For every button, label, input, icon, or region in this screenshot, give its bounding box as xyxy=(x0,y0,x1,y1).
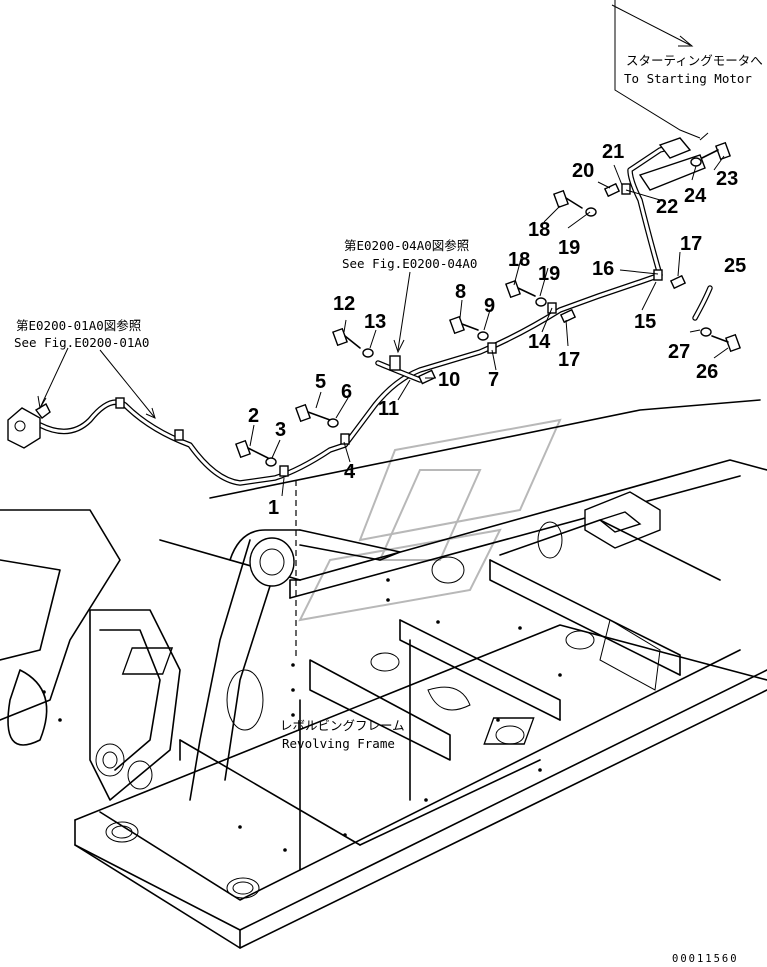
note-ref2-jp: 第E0200-01A0図参照 xyxy=(16,318,141,333)
revolving-frame-drawing xyxy=(0,399,767,949)
notes: スターティングモータへ To Starting Motor 第E0200-04A… xyxy=(14,53,763,965)
callout-12: 12 xyxy=(333,293,355,315)
callout-5: 5 xyxy=(315,371,326,393)
callout-3: 3 xyxy=(275,419,286,441)
callout-20: 20 xyxy=(572,160,594,182)
note-ref1-jp: 第E0200-04A0図参照 xyxy=(344,238,469,253)
callout-4: 4 xyxy=(344,461,356,483)
note-frame-jp: レボルビングフレーム xyxy=(280,718,405,733)
callout-9: 9 xyxy=(484,295,495,317)
callout-21: 21 xyxy=(602,141,624,163)
callout-1: 1 xyxy=(268,497,279,519)
callout-17a: 17 xyxy=(680,233,702,255)
note-starter-jp: スターティングモータへ xyxy=(626,53,763,68)
callout-19a: 19 xyxy=(558,237,580,259)
callout-15: 15 xyxy=(634,311,656,333)
note-starter-en: To Starting Motor xyxy=(624,71,752,86)
frame-bolts xyxy=(42,578,562,852)
note-ref2-en: See Fig.E0200-01A0 xyxy=(14,335,149,350)
callout-19b: 19 xyxy=(538,263,560,285)
note-frame-en: Revolving Frame xyxy=(282,736,395,751)
callout-23: 23 xyxy=(716,168,738,190)
callout-11: 11 xyxy=(378,398,399,420)
callout-7: 7 xyxy=(488,369,499,391)
cable-harness xyxy=(7,137,713,486)
callout-18a: 18 xyxy=(528,219,550,241)
callout-13: 13 xyxy=(364,311,386,333)
callout-18b: 18 xyxy=(508,249,530,271)
leader-lines xyxy=(37,0,729,497)
callout-numbers: 1 2 3 4 5 6 7 8 9 10 11 12 13 14 15 16 1… xyxy=(248,141,746,519)
callout-8: 8 xyxy=(455,281,466,303)
fasteners xyxy=(115,141,741,477)
drawing-code: 00011560 xyxy=(672,953,739,965)
callout-27: 27 xyxy=(668,341,690,363)
watermark xyxy=(298,418,562,622)
callout-14: 14 xyxy=(528,331,551,353)
callout-6: 6 xyxy=(341,381,352,403)
callout-17b: 17 xyxy=(558,349,580,371)
note-ref1-en: See Fig.E0200-04A0 xyxy=(342,256,477,271)
callout-25: 25 xyxy=(724,255,746,277)
callout-22: 22 xyxy=(656,196,678,218)
callout-2: 2 xyxy=(248,405,259,427)
callout-10: 10 xyxy=(438,369,460,391)
callout-26: 26 xyxy=(696,361,718,383)
callout-16: 16 xyxy=(592,258,614,280)
callout-24: 24 xyxy=(684,185,707,207)
